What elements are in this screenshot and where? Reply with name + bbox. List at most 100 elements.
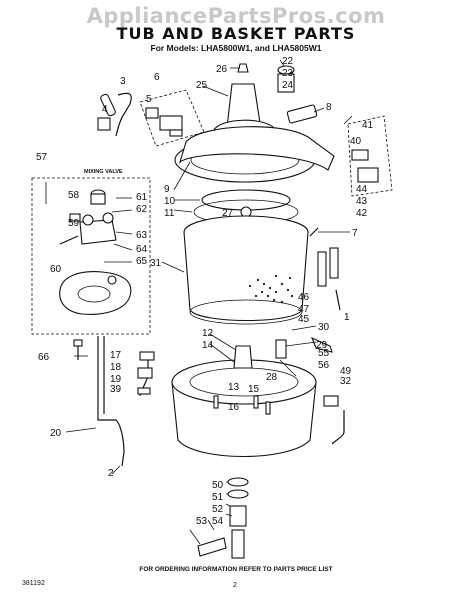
callout: 57	[36, 152, 48, 163]
callout: 26	[216, 64, 228, 75]
callout: 27	[222, 208, 234, 219]
callout: 59	[68, 218, 80, 229]
leader-lines	[45, 59, 353, 545]
callout: 3	[120, 76, 126, 87]
callout: 42	[356, 208, 368, 219]
callout: 18	[110, 362, 122, 373]
ordering-footer: FOR ORDERING INFORMATION REFER TO PARTS …	[139, 566, 333, 573]
callout: 47	[298, 304, 310, 315]
basket-perforations	[248, 274, 294, 304]
callout: 51	[212, 492, 224, 503]
callout: 64	[136, 244, 148, 255]
bearing-50	[227, 477, 249, 487]
hose-line	[115, 92, 132, 137]
tub-cover-8	[178, 126, 335, 171]
callout: 44	[356, 184, 368, 195]
callout: 7	[352, 228, 358, 239]
valve-cap-body	[90, 193, 106, 205]
callout: 65	[136, 256, 148, 267]
callout: 55	[318, 348, 330, 359]
callout: 30	[318, 322, 330, 333]
seal-52	[229, 505, 247, 527]
switch-44	[357, 167, 379, 183]
hose-part	[100, 93, 116, 117]
callout: 8	[326, 102, 332, 113]
clip-7	[309, 227, 319, 237]
callout: 45	[298, 314, 310, 325]
callout: 13	[228, 382, 240, 393]
callout: 50	[212, 480, 224, 491]
diagram-title: TUB AND BASKET PARTS	[116, 24, 356, 43]
switch-group-box	[347, 115, 393, 197]
callout: 23	[282, 68, 294, 79]
callout: 10	[164, 196, 176, 207]
callout: 28	[266, 372, 278, 383]
callout: 25	[196, 80, 208, 91]
bolt-1	[335, 289, 341, 311]
spring-47	[329, 247, 339, 279]
callout: 61	[136, 192, 148, 203]
clamp-part-4	[97, 117, 111, 131]
mixing-valve-block	[79, 219, 117, 245]
callout: 9	[164, 184, 170, 195]
callout: 22	[282, 56, 294, 67]
shaft-53	[231, 529, 245, 559]
callout: 40	[350, 136, 362, 147]
callout: 17	[110, 350, 122, 361]
valve-port-left	[82, 214, 94, 226]
pin-54	[197, 537, 227, 557]
callout: 6	[154, 72, 160, 83]
page-number: 2	[233, 582, 237, 589]
callout: 63	[136, 230, 148, 241]
callouts: 1 2 3 4 5 6 7 8 9 10 11 12 13 14 15 16 1…	[36, 56, 374, 527]
valve-body	[159, 115, 183, 131]
callout: 2	[108, 468, 114, 479]
callout: 54	[212, 516, 224, 527]
washer-19	[137, 387, 151, 395]
spring-12-14	[233, 345, 253, 369]
callout: 15	[248, 384, 260, 395]
callout: 49	[340, 366, 352, 377]
hose-32	[331, 410, 345, 445]
callout: 53	[196, 516, 208, 527]
callout: 4	[102, 104, 108, 115]
callout: 19	[110, 374, 122, 385]
callout: 29	[316, 340, 328, 351]
screw-15	[253, 395, 259, 409]
callout: 20	[50, 428, 62, 439]
callout: 14	[202, 340, 214, 351]
agitator-cap-26	[237, 63, 249, 73]
callout: 39	[110, 384, 122, 395]
document-number: 381192	[22, 580, 45, 587]
screw-16	[265, 401, 271, 415]
callout: 66	[38, 352, 50, 363]
valve-bracket-box	[139, 89, 205, 147]
hose-20	[97, 336, 125, 467]
callout: 60	[50, 264, 62, 275]
clamp-17	[139, 351, 155, 361]
bolt-55	[310, 336, 333, 353]
callout: 41	[362, 120, 374, 131]
valve-screw	[59, 235, 79, 245]
washer-51	[227, 489, 249, 499]
callout: 16	[228, 402, 240, 413]
callout: 46	[298, 292, 310, 303]
screw-13	[213, 395, 219, 409]
part-49	[323, 395, 339, 407]
watermark: AppliancePartsPros.com	[86, 4, 386, 28]
switch-40	[351, 149, 369, 161]
valve-18	[137, 367, 153, 379]
spring-46	[317, 251, 327, 287]
valve-port-right	[102, 212, 114, 224]
inset-label: MIXING VALVE	[84, 169, 123, 175]
callout: 32	[340, 376, 352, 387]
base-port	[77, 285, 111, 303]
base-nozzle	[107, 275, 117, 285]
valve-tab	[169, 129, 183, 137]
callout: 43	[356, 196, 368, 207]
callout: 5	[146, 94, 152, 105]
callout: 56	[318, 360, 330, 371]
screw-66-head	[73, 339, 83, 347]
part-23-24	[277, 73, 295, 93]
